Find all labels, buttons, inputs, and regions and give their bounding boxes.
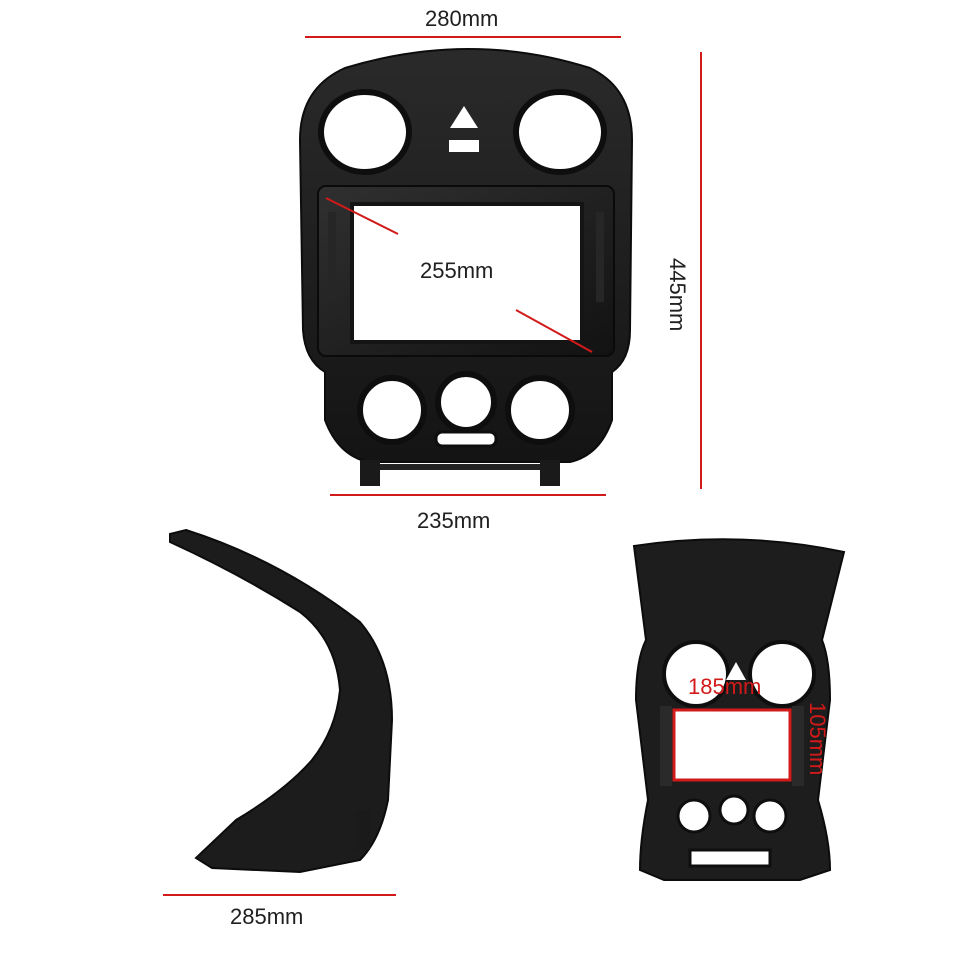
climate-knob-right — [505, 375, 575, 445]
rear-right-tab — [792, 706, 804, 786]
button-slot — [434, 430, 498, 448]
rear-opening — [672, 708, 792, 782]
height-line — [700, 52, 702, 489]
screen-opening — [350, 202, 584, 344]
rear-hazard-icon — [726, 662, 746, 680]
hazard-slot — [449, 140, 479, 152]
bottom-width-label: 235mm — [417, 508, 491, 533]
rear-gauge-left — [662, 640, 730, 708]
bracket-bar — [380, 464, 540, 470]
rear-knob-center — [718, 794, 750, 826]
height-label: 445mm — [665, 258, 690, 332]
left-tab — [328, 212, 336, 302]
rear-knob-right — [752, 798, 788, 834]
top-width-line — [305, 36, 621, 38]
left-gauge-hole — [318, 89, 412, 175]
side-depth-line — [163, 894, 396, 896]
opening-height-label: 105mm — [805, 702, 830, 776]
bracket-right — [540, 460, 560, 486]
right-tab — [596, 212, 604, 302]
hazard-triangle-icon — [450, 106, 478, 128]
bracket-left — [360, 460, 380, 486]
rear-knob-left — [676, 798, 712, 834]
climate-knob-center — [435, 371, 497, 433]
side-depth-label: 285mm — [230, 904, 304, 929]
right-gauge-hole — [513, 89, 607, 175]
top-width-label: 280mm — [425, 6, 499, 31]
side-profile-view — [169, 528, 394, 874]
side-tab — [356, 810, 370, 850]
rear-gauge-right — [748, 640, 816, 708]
diagonal-line-top — [325, 197, 399, 235]
climate-knob-left — [357, 375, 427, 445]
bottom-width-line — [330, 494, 606, 496]
diagonal-line-bottom — [515, 309, 593, 353]
opening-width-label: 185mm — [688, 674, 762, 699]
rear-slot — [688, 848, 772, 868]
rear-left-tab — [660, 706, 672, 786]
screen-diagonal-label: 255mm — [420, 258, 494, 283]
